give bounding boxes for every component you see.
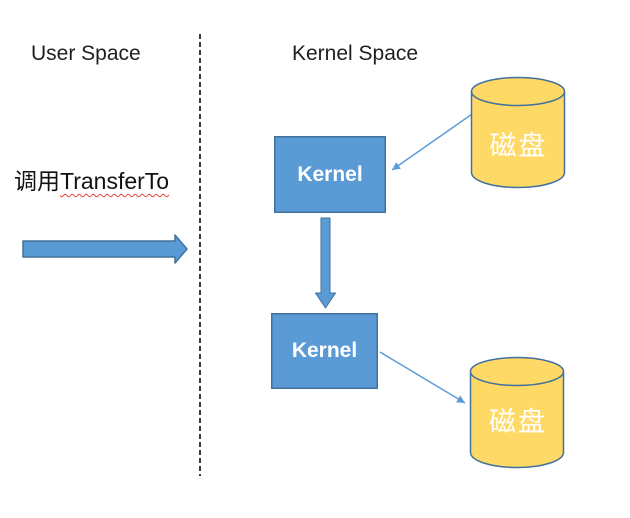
disk-cylinder-top-body (470, 91, 566, 189)
disk-cylinder-top-lid (470, 76, 566, 107)
disk-cylinder-top (470, 76, 566, 189)
kernel-box-bottom (271, 313, 378, 389)
right-arrow-icon (22, 234, 188, 264)
kernel-box-top (274, 136, 386, 213)
user-space-region-label: User Space (31, 42, 141, 65)
connector-disk-to-kernel (391, 111, 476, 171)
disk-cylinder-bottom (469, 356, 565, 469)
transferto-call-prefix: 调用 (14, 168, 60, 194)
down-arrow-icon (315, 217, 336, 309)
kernel-space-region-label: Kernel Space (292, 42, 419, 65)
connector-kernel-to-disk (379, 351, 466, 404)
transferto-call-label: 调用TransferTo (14, 162, 169, 196)
space-boundary-dashed-line (199, 34, 201, 476)
disk-cylinder-bottom-body (469, 371, 565, 469)
disk-cylinder-bottom-lid (469, 356, 565, 387)
transferto-call-english: TransferTo (60, 168, 170, 194)
